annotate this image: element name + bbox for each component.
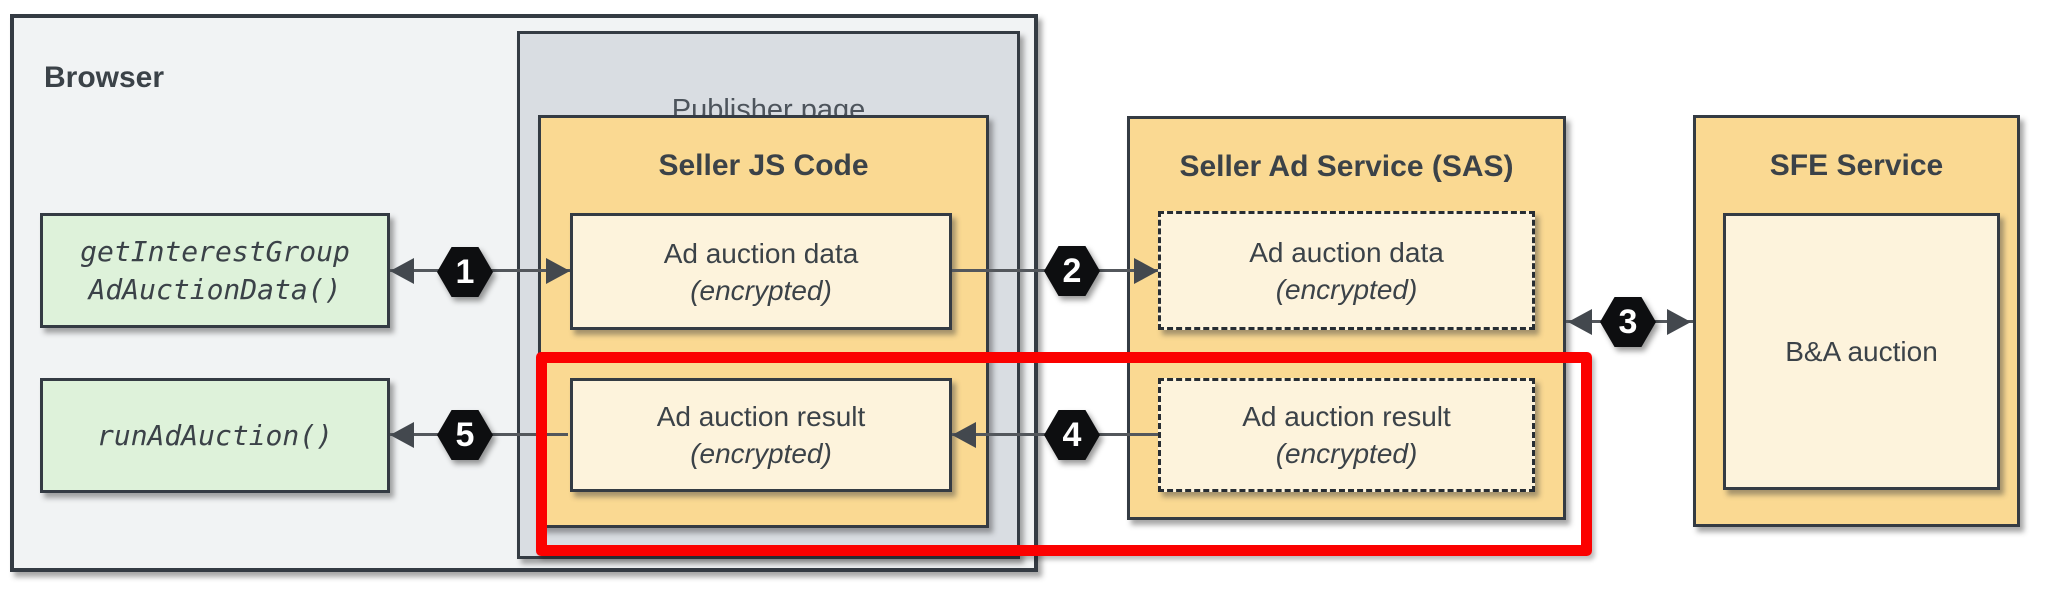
sas-ad-auction-data-box: Ad auction data (encrypted) [1158, 211, 1535, 330]
api-call-line1: getInterestGroup [80, 234, 350, 268]
sas-ad-auction-result-box: Ad auction result (encrypted) [1158, 378, 1535, 492]
arrow-5-left-head [390, 422, 414, 448]
seller-js-ad-auction-result-box: Ad auction result (encrypted) [570, 378, 952, 492]
api-call-line2: AdAuctionData() [88, 272, 342, 306]
step-3-badge: 3 [1600, 297, 1656, 347]
step-3-number: 3 [1600, 297, 1656, 347]
sas-title: Seller Ad Service (SAS) [1179, 150, 1514, 183]
arrow-4-left-head [952, 422, 976, 448]
api-call-line1: runAdAuction() [96, 418, 333, 452]
step-1-badge: 1 [437, 247, 493, 297]
encrypted-label: (encrypted) [1275, 273, 1418, 305]
seller-js-ad-auction-data-box: Ad auction data (encrypted) [570, 213, 952, 330]
ad-auction-data-label: Ad auction data [663, 237, 859, 269]
step-1-number: 1 [437, 247, 493, 297]
run-ad-auction-box: runAdAuction() [40, 378, 390, 493]
arrow-1-right-head [546, 258, 570, 284]
encrypted-label: (encrypted) [1275, 438, 1418, 469]
sfe-service-title: SFE Service [1769, 149, 1944, 182]
browser-label: Browser [44, 61, 165, 94]
step-2-badge: 2 [1044, 246, 1100, 296]
encrypted-label: (encrypted) [690, 274, 832, 306]
ad-auction-data-label: Ad auction data [1249, 236, 1444, 268]
step-4-badge: 4 [1044, 410, 1100, 460]
step-5-number: 5 [437, 410, 493, 460]
ba-auction-box: B&A auction [1723, 213, 2000, 490]
step-2-number: 2 [1044, 246, 1100, 296]
step-5-badge: 5 [437, 410, 493, 460]
arrow-3-left-head [1568, 309, 1592, 335]
ad-auction-result-label: Ad auction result [1242, 401, 1451, 432]
arrow-1-left-head [390, 258, 414, 284]
seller-js-code-title: Seller JS Code [658, 149, 869, 182]
encrypted-label: (encrypted) [690, 438, 832, 469]
ba-auction-label: B&A auction [1785, 336, 1938, 367]
get-interest-group-ad-auction-data-box: getInterestGroup AdAuctionData() [40, 213, 390, 328]
arrow-2-right-head [1134, 258, 1158, 284]
result-flow-highlight-rectangle [536, 352, 1592, 556]
arrow-3-right-head [1667, 309, 1691, 335]
ad-auction-result-label: Ad auction result [656, 401, 866, 432]
